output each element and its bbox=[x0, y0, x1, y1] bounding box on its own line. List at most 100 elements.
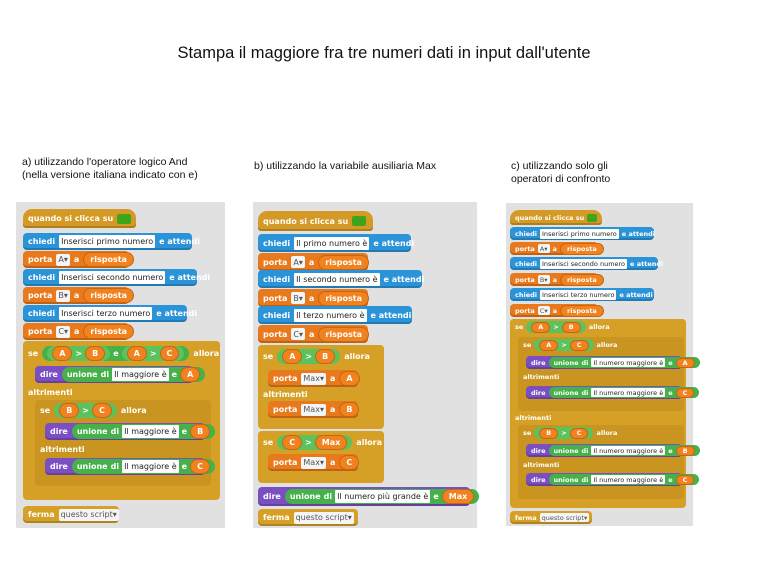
variable-dropdown[interactable]: B▾ bbox=[291, 292, 305, 304]
variable-dropdown[interactable]: Max▾ bbox=[301, 403, 326, 416]
gt-operator[interactable]: B>C bbox=[54, 402, 117, 418]
answer-reporter[interactable]: risposta bbox=[83, 252, 134, 267]
variable-dropdown[interactable]: B▾ bbox=[56, 289, 70, 302]
answer-reporter[interactable]: risposta bbox=[83, 288, 134, 303]
gt-operator[interactable]: A>B bbox=[277, 348, 341, 364]
variable-dropdown[interactable]: Max▾ bbox=[301, 372, 326, 385]
answer-reporter[interactable]: risposta bbox=[559, 273, 604, 286]
text-input[interactable]: Il maggiore è bbox=[122, 460, 179, 473]
text-input[interactable]: Il numero maggiore è bbox=[591, 446, 666, 455]
prompt-input[interactable]: Inserisci primo numero bbox=[59, 235, 156, 248]
answer-reporter[interactable]: risposta bbox=[318, 290, 369, 306]
prompt-input[interactable]: Inserisci secondo numero bbox=[540, 258, 628, 269]
answer-reporter[interactable]: risposta bbox=[560, 304, 604, 317]
answer-reporter[interactable]: risposta bbox=[318, 326, 370, 342]
stop-dropdown[interactable]: questo script▾ bbox=[58, 508, 119, 521]
var-a: A bbox=[339, 371, 360, 386]
prompt-input[interactable]: Il terzo numero è bbox=[294, 308, 367, 322]
else-label: altrimenti bbox=[28, 387, 73, 397]
text-input[interactable]: Il maggiore è bbox=[112, 368, 169, 381]
stop-dropdown[interactable]: questo script▾ bbox=[293, 511, 354, 524]
prompt-input[interactable]: Inserisci terzo numero bbox=[59, 307, 153, 320]
variable-dropdown[interactable]: A▾ bbox=[56, 253, 70, 266]
else-label-row: altrimenti bbox=[258, 388, 338, 400]
gt-operator[interactable]: C>Max bbox=[277, 434, 353, 450]
variable-dropdown[interactable]: C▾ bbox=[291, 328, 305, 340]
when-flag-clicked-block[interactable]: quando si clicca su bbox=[258, 211, 373, 231]
when-flag-clicked-block[interactable]: quando si clicca su bbox=[23, 209, 136, 228]
say-label: dire bbox=[531, 388, 546, 397]
gt-operator[interactable]: A>C bbox=[121, 345, 185, 361]
text-input[interactable]: Il maggiore è bbox=[122, 425, 179, 438]
gt-operator[interactable]: A>B bbox=[526, 321, 586, 333]
prompt-input[interactable]: Inserisci terzo numero bbox=[540, 289, 617, 300]
prompt-input[interactable]: Inserisci primo numero bbox=[540, 228, 619, 239]
caption-c-line1: c) utilizzando solo gli bbox=[511, 160, 608, 172]
prompt-input[interactable]: Il primo numero è bbox=[294, 236, 370, 250]
gt-operator[interactable]: A>C bbox=[534, 339, 594, 351]
variable-dropdown[interactable]: A▾ bbox=[537, 244, 550, 253]
and-operator[interactable]: A>B e A>C bbox=[42, 345, 190, 361]
answer-reporter[interactable]: risposta bbox=[559, 242, 604, 255]
variable-dropdown[interactable]: A▾ bbox=[291, 256, 305, 268]
variable-dropdown[interactable]: B▾ bbox=[537, 275, 550, 284]
then-label: allora bbox=[596, 429, 618, 437]
variable-dropdown[interactable]: Max▾ bbox=[301, 456, 326, 469]
stop-dropdown[interactable]: questo script▾ bbox=[539, 513, 590, 522]
prompt-input[interactable]: Il secondo numero è bbox=[294, 272, 380, 286]
variable-dropdown[interactable]: C▾ bbox=[537, 306, 550, 315]
prompt-input[interactable]: Inserisci secondo numero bbox=[59, 271, 166, 284]
join-label: unione bbox=[76, 427, 108, 436]
when-flag-clicked-block[interactable]: quando si clicca su bbox=[510, 210, 602, 225]
text-input[interactable]: Il numero maggiore è bbox=[591, 475, 666, 484]
answer-reporter[interactable]: risposta bbox=[83, 324, 135, 339]
text-input[interactable]: Il numero maggiore è bbox=[591, 358, 666, 367]
gt-operator[interactable]: A>B bbox=[47, 345, 111, 361]
text-input[interactable]: Il numero più grande è bbox=[335, 490, 431, 503]
text-input[interactable]: Il numero maggiore è bbox=[591, 388, 666, 397]
gt-operator[interactable]: B>C bbox=[534, 427, 594, 439]
answer-reporter[interactable]: risposta bbox=[318, 254, 369, 270]
variable-dropdown[interactable]: C▾ bbox=[56, 325, 70, 338]
